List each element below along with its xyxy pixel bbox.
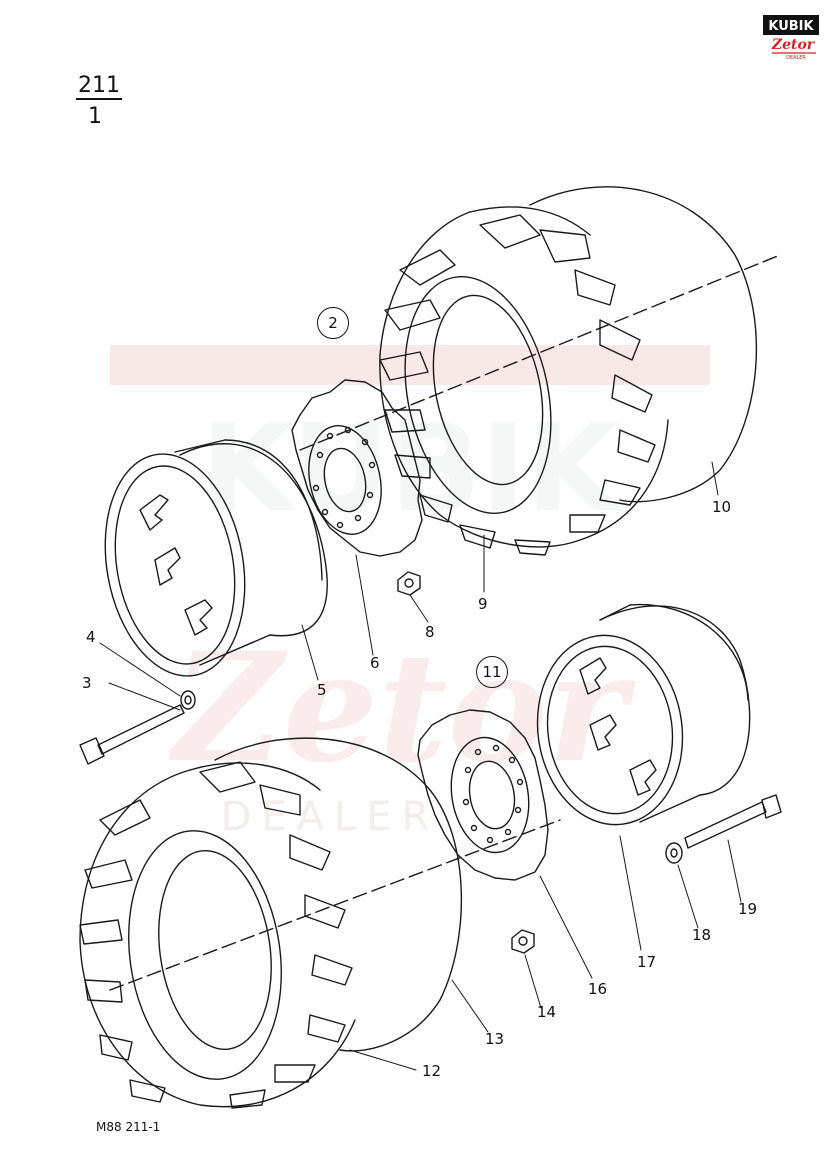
front-tyre bbox=[79, 737, 561, 1109]
callout-5: 5 bbox=[317, 681, 327, 699]
assembly-callout-rear: 2 bbox=[317, 307, 349, 339]
callout-17: 17 bbox=[637, 953, 657, 971]
callout-18: 18 bbox=[692, 926, 712, 944]
callout-19: 19 bbox=[738, 900, 758, 918]
watermark: KUBIK Zetor DEALER bbox=[110, 345, 710, 840]
assembly-callout-front: 11 bbox=[476, 656, 508, 688]
svg-text:DEALER: DEALER bbox=[786, 55, 806, 60]
callout-3: 3 bbox=[82, 674, 92, 692]
front-nut bbox=[511, 929, 535, 954]
page-sheet-number: 1 bbox=[88, 104, 102, 129]
callout-16: 16 bbox=[588, 980, 608, 998]
front-bolt bbox=[665, 794, 782, 864]
callout-9: 9 bbox=[478, 595, 488, 613]
svg-text:Zetor: Zetor bbox=[168, 620, 636, 796]
callout-4: 4 bbox=[86, 628, 96, 646]
callout-6: 6 bbox=[370, 654, 380, 672]
rear-nut bbox=[397, 571, 421, 596]
leader-lines bbox=[99, 461, 742, 1071]
callout-13: 13 bbox=[485, 1030, 505, 1048]
rear-wheel-disc bbox=[291, 379, 423, 557]
rear-bolt bbox=[79, 690, 196, 765]
rear-tyre bbox=[299, 186, 781, 556]
page-group-number: 211 bbox=[76, 73, 122, 101]
callout-8: 8 bbox=[425, 623, 435, 641]
svg-text:DEALER: DEALER bbox=[221, 794, 440, 840]
front-rim bbox=[536, 603, 751, 826]
drawing-code: M88 211-1 bbox=[96, 1120, 161, 1134]
front-wheel-disc bbox=[417, 709, 549, 881]
svg-text:KUBIK: KUBIK bbox=[768, 19, 814, 34]
svg-text:KUBIK: KUBIK bbox=[201, 400, 622, 539]
rear-rim bbox=[104, 439, 328, 677]
svg-text:Zetor: Zetor bbox=[771, 37, 816, 53]
callout-12: 12 bbox=[422, 1062, 442, 1080]
callout-10: 10 bbox=[712, 498, 732, 516]
callout-14: 14 bbox=[537, 1003, 557, 1021]
kubik-zetor-logo: KUBIK Zetor DEALER bbox=[763, 15, 819, 60]
